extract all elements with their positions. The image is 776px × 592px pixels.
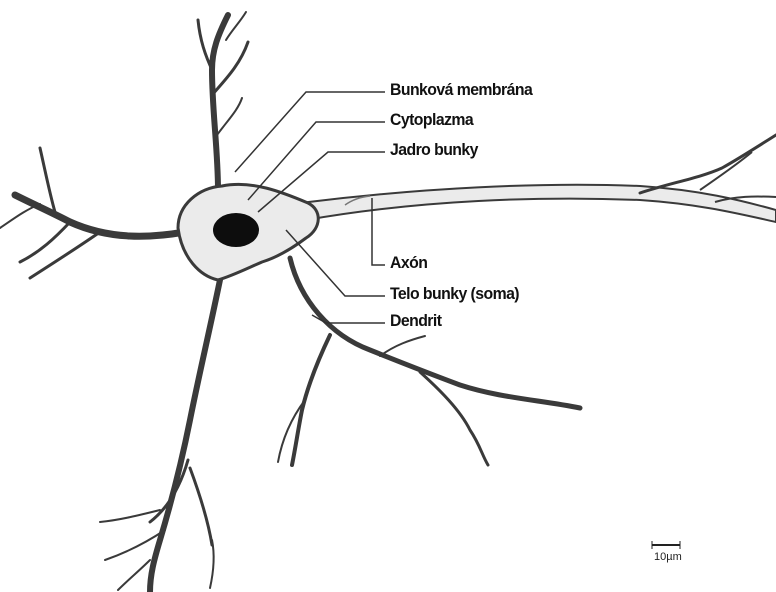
scale-bar	[652, 541, 680, 549]
label-soma: Telo bunky (soma)	[390, 284, 519, 304]
label-cytoplasm: Cytoplazma	[390, 110, 473, 130]
label-axon: Axón	[390, 253, 427, 273]
label-dendrite: Dendrit	[390, 311, 441, 331]
label-nucleus: Jadro bunky	[390, 140, 478, 160]
label-cell-membrane: Bunková membrána	[390, 80, 532, 100]
scale-bar-label: 10µm	[654, 551, 682, 563]
nucleus-shape	[213, 213, 259, 247]
